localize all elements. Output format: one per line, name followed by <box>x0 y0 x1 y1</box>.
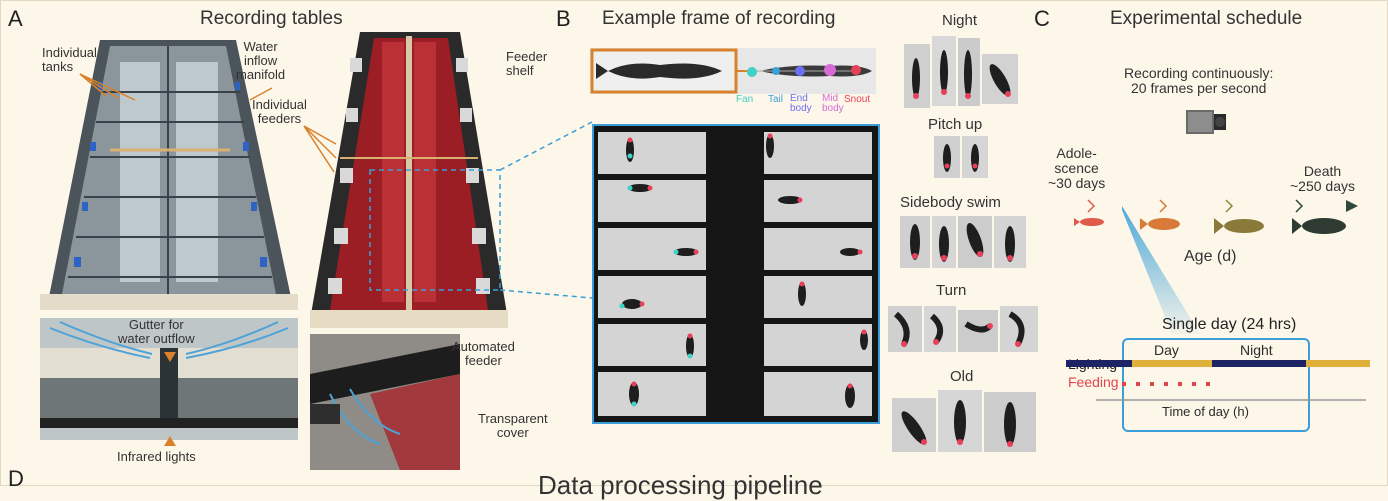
category-old: Old <box>950 368 974 385</box>
category-sidebody-swim: Sidebody swim <box>900 194 1001 211</box>
keypoint-midbody-dot <box>824 64 836 76</box>
fish-keypoint-strip <box>590 48 876 94</box>
zoom-dashed-lines <box>369 121 593 299</box>
turn-examples <box>886 304 1040 354</box>
keypoint-snout-dot <box>851 65 861 75</box>
keypoint-tail-dot <box>772 67 780 75</box>
keypoint-fan-label: Fan <box>736 94 754 105</box>
night-examples-image <box>904 36 1018 108</box>
panel-c-letter: C <box>1034 6 1050 31</box>
keypoint-fan-dot <box>747 67 757 77</box>
sidebody-swim-examples <box>898 214 1028 270</box>
fish-growth-icons <box>1074 218 1346 234</box>
night-label: Night <box>1240 342 1273 358</box>
panel-a-leader-lines-left <box>79 73 273 101</box>
old-examples <box>890 388 1038 454</box>
panel-a-letter: A <box>8 6 23 31</box>
keypoint-midbody-label: Mid body <box>822 93 844 114</box>
recording-frame <box>592 124 880 424</box>
panel-a-title: Recording tables <box>200 8 343 29</box>
category-night: Night <box>942 12 978 29</box>
adolescence-label: Adole- scence ~30 days <box>1048 145 1106 191</box>
age-axis-label: Age (d) <box>1184 248 1237 265</box>
label-individual-feeders: Individual feeders <box>252 97 307 126</box>
category-pitch-up: Pitch up <box>928 116 983 133</box>
category-turn: Turn <box>936 282 967 299</box>
keypoint-tail-label: Tail <box>768 94 784 105</box>
recording-frame-image <box>598 132 872 416</box>
label-gutter: Gutter for water outflow <box>118 317 195 346</box>
lighting-feeding-bars <box>1066 360 1370 401</box>
pitch-up-examples <box>934 136 988 178</box>
day-label: Day <box>1154 342 1179 358</box>
panel-b-letter: B <box>556 6 571 31</box>
label-feeder-shelf: Feeder shelf <box>506 49 548 78</box>
fish-keypoint-diagram <box>590 48 872 94</box>
panel-b-title: Example frame of recording <box>602 8 836 29</box>
recording-continuously-text: Recording continuously: 20 frames per se… <box>1124 65 1274 96</box>
pitch-up-examples-image <box>934 136 988 178</box>
death-label: Death ~250 days <box>1290 163 1355 194</box>
recording-table-photo-left <box>40 32 298 310</box>
turn-examples-image <box>888 306 1038 352</box>
old-examples-image <box>892 390 1036 452</box>
label-individual-tanks: Individual tanks <box>42 45 97 74</box>
label-infrared-lights: Infrared lights <box>117 449 196 464</box>
panel-a-leader-lines-right <box>303 125 337 173</box>
label-automated-feeder: Automated feeder <box>452 339 515 368</box>
time-axis-label: Time of day (h) <box>1162 404 1249 419</box>
keypoint-endbody-label: End body <box>790 93 812 114</box>
panel-d-letter: D <box>8 466 24 491</box>
keypoint-endbody-dot <box>795 66 805 76</box>
lifespan-arrow-diagram <box>1066 199 1358 334</box>
gutter-photo <box>40 318 298 440</box>
panel-a-arrowheads <box>164 352 176 446</box>
single-day-title: Single day (24 hrs) <box>1162 316 1297 333</box>
automated-feeder-photo <box>310 334 460 470</box>
camera-icon <box>1184 104 1228 143</box>
label-transparent-cover: Transparent cover <box>478 411 548 440</box>
night-examples <box>902 34 1020 110</box>
label-water-inflow-manifold: Water inflow manifold <box>236 39 286 82</box>
sidebody-swim-examples-image <box>900 216 1026 268</box>
feeding-label: Feeding <box>1068 374 1119 390</box>
keypoint-snout-label: Snout <box>844 94 871 105</box>
panel-c-title: Experimental schedule <box>1110 8 1303 29</box>
